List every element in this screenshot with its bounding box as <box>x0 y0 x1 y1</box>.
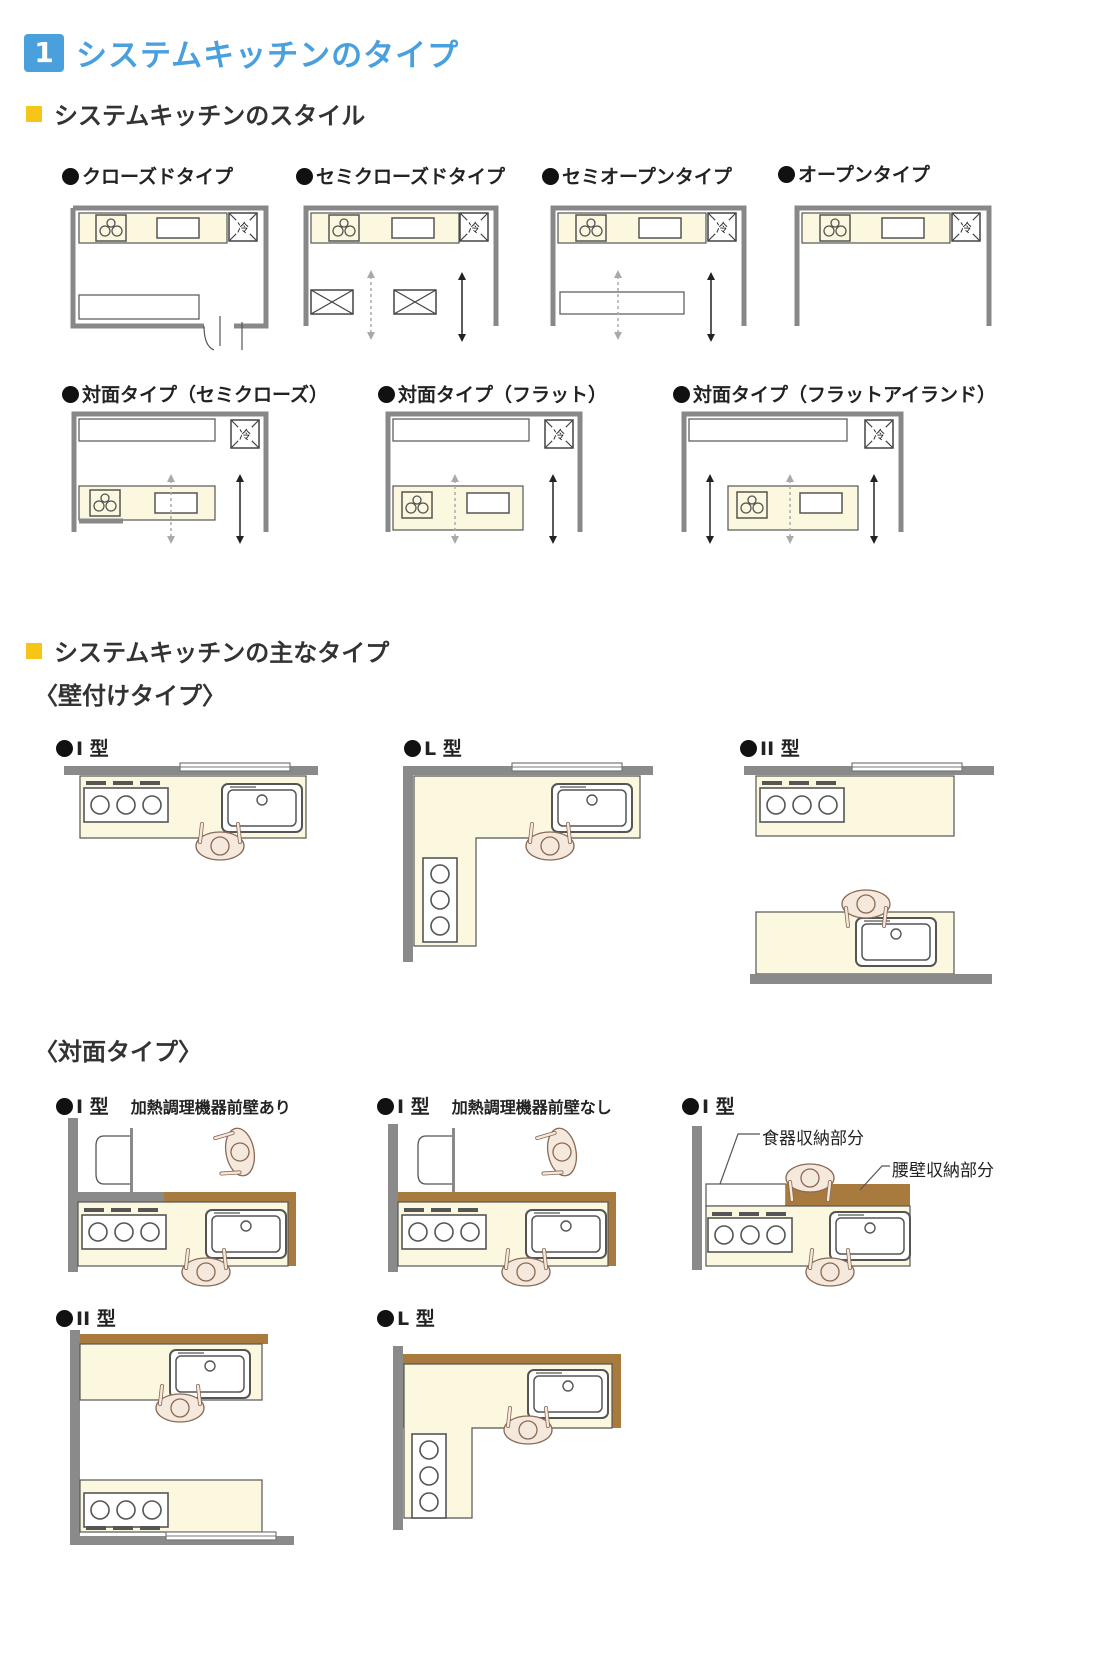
semi-closed-type-diagram <box>303 205 499 343</box>
facing-note: 加熱調理機器前壁あり <box>130 1098 291 1117</box>
facing-note: 加熱調理機器前壁なし <box>451 1098 612 1117</box>
facing-label-ii: II 型 <box>56 1304 116 1331</box>
wall-label-text: I 型 <box>76 738 109 760</box>
bullet-icon <box>673 386 690 403</box>
bullet-icon <box>404 740 421 757</box>
title-number-badge: 1 <box>24 33 64 72</box>
facing-flat-diagram <box>385 411 583 545</box>
bullet-icon <box>296 168 313 185</box>
callout-wall-storage: 腰壁収納部分 <box>892 1161 994 1181</box>
callout-dish-storage: 食器収納部分 <box>762 1129 864 1149</box>
style-label-text: 対面タイプ（セミクローズ） <box>82 384 329 406</box>
closed-type-diagram <box>70 205 269 351</box>
bullet-icon <box>56 1310 73 1327</box>
bullet-icon <box>377 1098 394 1115</box>
yellow-square-icon <box>26 105 42 122</box>
open-type-diagram <box>794 205 992 326</box>
facing-flat-island-diagram <box>681 411 904 545</box>
style-label-facing-semi-closed: 対面タイプ（セミクローズ） <box>62 380 328 407</box>
facing-type-heading: 〈対面タイプ〉 <box>34 1038 202 1066</box>
section-heading-styles: システムキッチンのスタイル <box>26 96 365 131</box>
bullet-icon <box>542 168 559 185</box>
page-title: 1 システムキッチンのタイプ <box>24 30 459 75</box>
style-label-open: オープンタイプ <box>778 160 930 187</box>
title-text: システムキッチンのタイプ <box>76 38 460 74</box>
wall-label-text: II 型 <box>760 738 800 760</box>
section-heading-text: システムキッチンのスタイル <box>54 102 366 130</box>
bullet-icon <box>62 386 79 403</box>
facing-i-without-wall-diagram <box>388 1123 616 1288</box>
wall-type-heading: 〈壁付けタイプ〉 <box>34 682 226 710</box>
facing-label-text: I 型 <box>397 1096 430 1118</box>
style-label-semi-closed: セミクローズドタイプ <box>296 162 505 189</box>
style-label-text: 対面タイプ（フラット） <box>398 384 608 406</box>
bullet-icon <box>378 386 395 403</box>
yellow-square-icon <box>26 642 42 659</box>
facing-label-i-wall: I 型 加熱調理機器前壁あり <box>56 1092 291 1119</box>
wall-label-l: L 型 <box>404 734 462 761</box>
style-diagrams-row: 冷 <box>70 205 992 545</box>
wall-ii-type-diagram <box>744 762 994 984</box>
semi-open-type-diagram <box>550 205 747 343</box>
wall-label-text: L 型 <box>424 738 462 760</box>
bullet-icon <box>56 1098 73 1115</box>
bullet-icon <box>778 166 795 183</box>
wall-i-type-diagram <box>64 762 318 862</box>
style-label-closed: クローズドタイプ <box>62 162 233 189</box>
style-label-facing-flat-island: 対面タイプ（フラットアイランド） <box>673 380 996 407</box>
facing-label-text: I 型 <box>76 1096 109 1118</box>
style-label-text: セミオープンタイプ <box>562 166 732 188</box>
style-label-semi-open: セミオープンタイプ <box>542 162 732 189</box>
wall-l-type-diagram <box>403 762 653 962</box>
section-heading-text: システムキッチンの主なタイプ <box>54 639 390 667</box>
section-heading-types: システムキッチンの主なタイプ <box>26 633 389 668</box>
style-label-text: セミクローズドタイプ <box>316 166 506 188</box>
bullet-icon <box>62 168 79 185</box>
facing-ii-diagram <box>70 1330 294 1545</box>
style-label-text: オープンタイプ <box>798 164 930 186</box>
wall-label-ii: II 型 <box>740 734 800 761</box>
facing-i-storage-diagram <box>692 1126 911 1288</box>
bullet-icon <box>377 1310 394 1327</box>
style-label-facing-flat: 対面タイプ（フラット） <box>378 380 607 407</box>
style-label-text: クローズドタイプ <box>82 166 234 188</box>
bullet-icon <box>740 740 757 757</box>
facing-label-i-storage: I 型 <box>682 1092 735 1119</box>
wall-label-i: I 型 <box>56 734 109 761</box>
facing-i-with-wall-diagram <box>68 1118 296 1288</box>
facing-label-text: I 型 <box>702 1096 735 1118</box>
bullet-icon <box>56 740 73 757</box>
style-label-text: 対面タイプ（フラットアイランド） <box>693 384 997 406</box>
bullet-icon <box>682 1098 699 1115</box>
facing-semi-closed-diagram <box>71 411 269 545</box>
facing-label-text: L 型 <box>397 1308 435 1330</box>
facing-label-l: L 型 <box>377 1304 435 1331</box>
facing-label-i-nowall: I 型 加熱調理機器前壁なし <box>377 1092 612 1119</box>
facing-l-diagram <box>393 1346 621 1530</box>
facing-label-text: II 型 <box>76 1308 116 1330</box>
